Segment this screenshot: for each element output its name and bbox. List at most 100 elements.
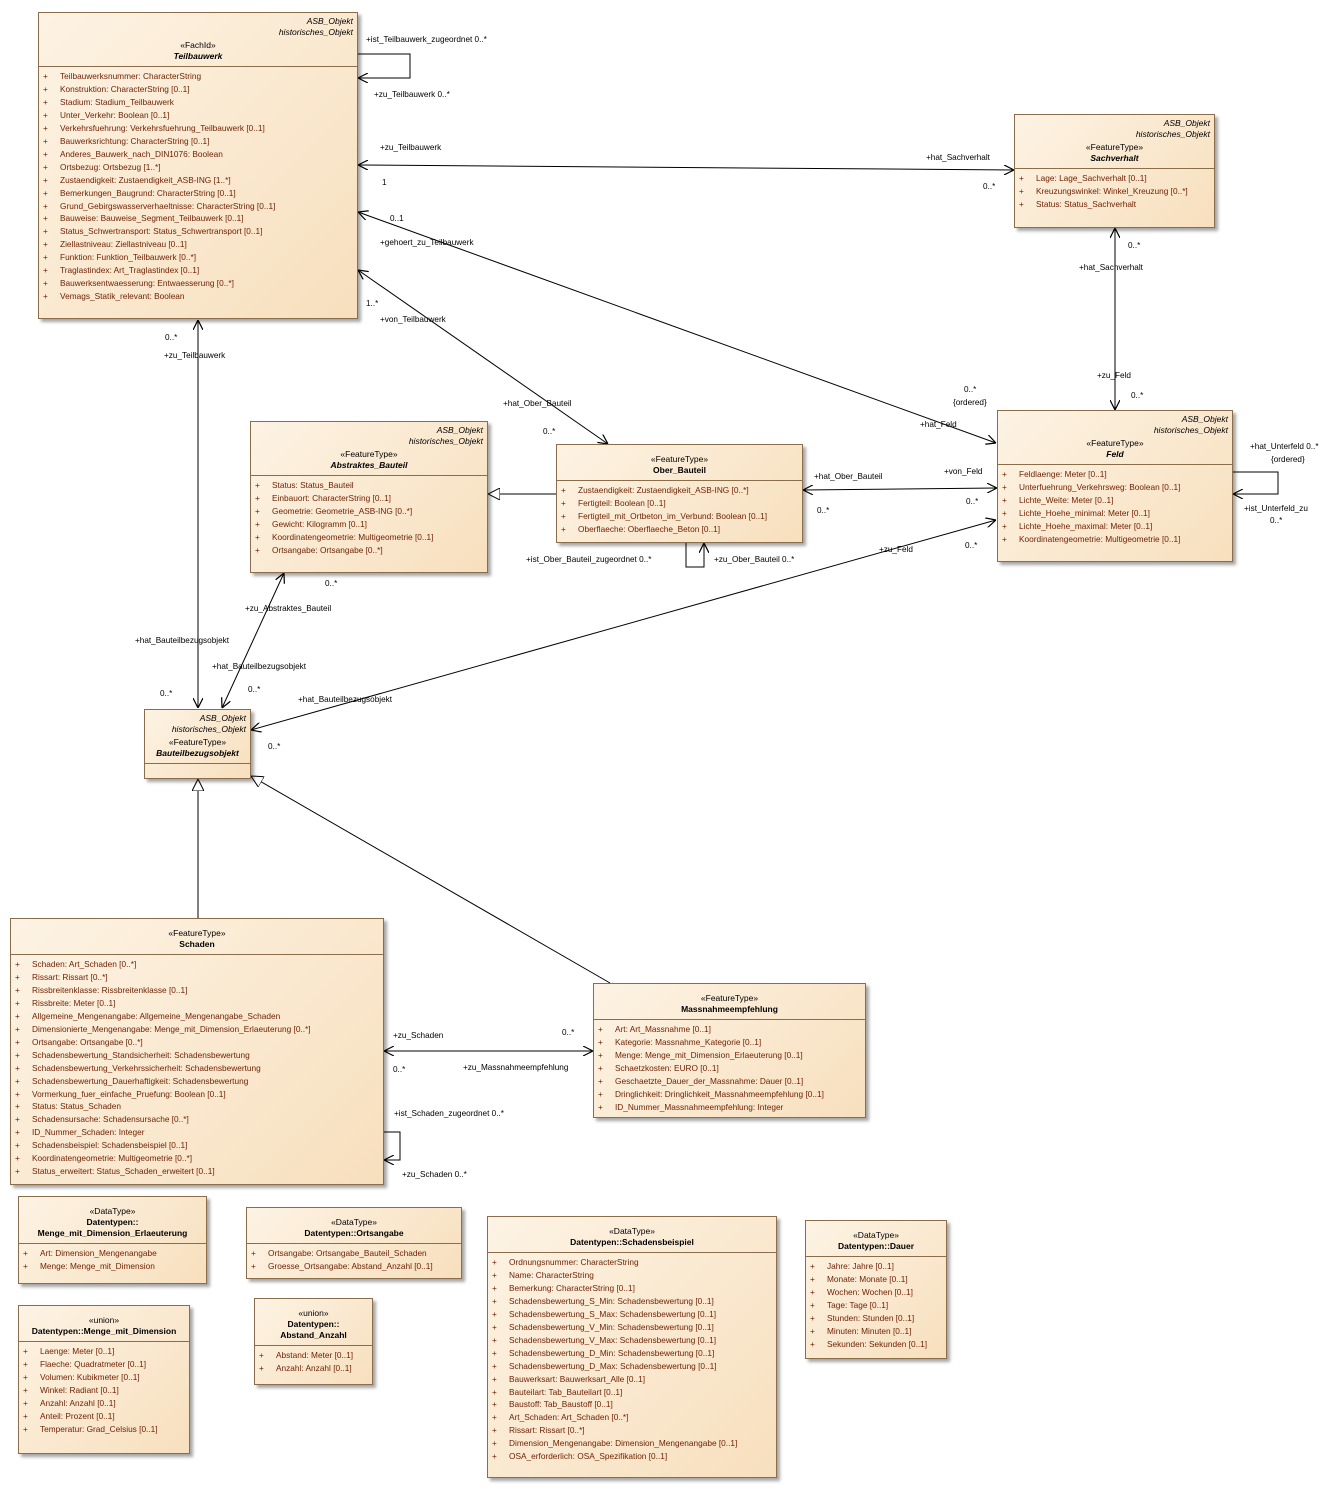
attribute-text: Lichte_Weite: Meter [0..1]	[1019, 494, 1114, 505]
public-visibility-icon: +	[810, 1312, 815, 1323]
attribute-text: Schadensbewertung_Dauerhaftigkeit: Schad…	[32, 1075, 249, 1086]
public-visibility-icon: +	[492, 1399, 497, 1410]
public-visibility-icon: +	[43, 200, 48, 211]
attribute-text: Dimension_Mengenangabe: Dimension_Mengen…	[509, 1438, 738, 1449]
assoc-schaden-self	[384, 1131, 401, 1160]
class-schadensbeispiel[interactable]: «DataType»Datentypen::Schadensbeispiel+O…	[487, 1216, 777, 1478]
class-name: Sachverhalt	[1090, 153, 1139, 163]
public-visibility-icon: +	[15, 1127, 20, 1138]
attribute-text: Jahre: Jahre [0..1]	[827, 1261, 894, 1271]
attribute-text: Name: CharacterString	[509, 1269, 594, 1280]
attribute-list: +Status: Status_Bauteil+Einbauort: Chara…	[251, 476, 487, 560]
class-tag: historisches_Objekt	[1135, 129, 1210, 139]
attribute: + Rissart: Rissart [0..*]	[492, 1424, 773, 1437]
class-abstand-anzahl[interactable]: «union»Datentypen::Abstand_Anzahl+Abstan…	[254, 1298, 373, 1385]
attribute: +Dimensionierte_Mengenangabe: Menge_mit_…	[15, 1023, 380, 1036]
attribute: +Anzahl: Anzahl [0..1]	[259, 1362, 369, 1375]
class-name: Schaden	[179, 939, 215, 949]
attribute: +Lage: Lage_Sachverhalt [0..1]	[1019, 172, 1211, 185]
attribute-text: Kategorie: Massnahme_Kategorie [0..1]	[615, 1036, 762, 1047]
attribute: +Ordnungsnummer: CharacterString	[492, 1256, 773, 1269]
role-label: +zu_Feld	[879, 545, 913, 554]
public-visibility-icon: +	[810, 1299, 815, 1310]
attribute: +Allgemeine_Mengenangabe: Allgemeine_Men…	[15, 1010, 380, 1023]
attribute: +Lichte_Hoehe_minimal: Meter [0..1]	[1002, 507, 1229, 520]
public-visibility-icon: +	[15, 1140, 20, 1151]
public-visibility-icon: +	[1019, 198, 1024, 209]
assoc-teilbauwerk-feld	[358, 212, 996, 443]
public-visibility-icon: +	[23, 1260, 28, 1271]
attribute-text: Rissart: Rissart [0..*]	[509, 1425, 585, 1436]
attribute-text: Laenge: Meter [0..1]	[40, 1346, 115, 1356]
public-visibility-icon: +	[15, 984, 20, 995]
public-visibility-icon: +	[15, 971, 20, 982]
public-visibility-icon: +	[492, 1425, 497, 1436]
attribute: + Jahre: Jahre [0..1]	[810, 1260, 943, 1273]
public-visibility-icon: +	[1002, 533, 1007, 544]
assoc-teilbauwerk-sachverhalt	[358, 165, 1014, 170]
class-menge-mit-dimension-erlaeuterung[interactable]: «DataType»Datentypen::Menge_mit_Dimensio…	[18, 1196, 207, 1284]
public-visibility-icon: +	[15, 1023, 20, 1034]
attribute: +Schadensbewertung_V_Max: Schadensbewert…	[492, 1334, 773, 1347]
attribute: +Monate: Monate [0..1]	[810, 1273, 943, 1286]
public-visibility-icon: +	[561, 497, 566, 508]
class-header: «DataType»Datentypen::Dauer	[806, 1221, 946, 1257]
public-visibility-icon: +	[1019, 173, 1024, 183]
attribute: +Anderes_Bauwerk_nach_DIN1076: Boolean	[43, 148, 354, 161]
public-visibility-icon: +	[15, 1114, 20, 1125]
public-visibility-icon: +	[492, 1334, 497, 1345]
class-ortsangabe[interactable]: «DataType»Datentypen::Ortsangabe+Ortsang…	[246, 1207, 462, 1279]
public-visibility-icon: +	[251, 1260, 256, 1271]
class-ober-bauteil[interactable]: «FeatureType»Ober_Bauteil+Zustaendigkeit…	[556, 444, 803, 543]
class-stereotype: «FachId»	[180, 40, 216, 50]
attribute-text: Stadium: Stadium_Teilbauwerk	[60, 96, 174, 107]
class-massnahmeempfehlung[interactable]: «FeatureType»Massnahmeempfehlung+Art: Ar…	[593, 983, 866, 1118]
role-label: +ist_Teilbauwerk_zugeordnet 0..*	[366, 35, 487, 44]
public-visibility-icon: +	[1019, 185, 1024, 196]
attribute-text: Bauwerksart: Bauwerksart_Alle [0..1]	[509, 1373, 646, 1384]
role-label: +hat_Bauteilbezugsobjekt	[212, 662, 307, 671]
role-label: +hat_Ober_Bauteil	[814, 472, 883, 481]
class-schaden[interactable]: «FeatureType»Schaden+Schaden: Art_Schade…	[10, 918, 384, 1185]
attribute-text: Verkehrsfuehrung: Verkehrsfuehrung_Teilb…	[60, 122, 265, 133]
class-menge-mit-dimension[interactable]: «union»Datentypen::Menge_mit_Dimension+L…	[18, 1305, 190, 1454]
attribute-text: Konstruktion: CharacterString [0..1]	[60, 83, 190, 94]
attribute-text: Teilbauwerksnummer: CharacterString	[60, 71, 202, 81]
public-visibility-icon: +	[15, 997, 20, 1008]
public-visibility-icon: +	[43, 252, 48, 263]
role-label: +zu_Teilbauwerk 0..*	[374, 90, 450, 99]
assoc-feld-self	[1233, 471, 1279, 494]
attribute: +Menge: Menge_mit_Dimension	[23, 1260, 203, 1273]
public-visibility-icon: +	[23, 1346, 28, 1356]
attribute-text: Art_Schaden: Art_Schaden [0..*]	[509, 1412, 629, 1423]
role-label: +ist_Schaden_zugeordnet 0..*	[394, 1109, 504, 1118]
attribute-text: Bauteilart: Tab_Bauteilart [0..1]	[509, 1386, 623, 1397]
attribute-text: Monate: Monate [0..1]	[827, 1273, 908, 1284]
class-dauer[interactable]: «DataType»Datentypen::Dauer+ Jahre: Jahre…	[805, 1220, 947, 1359]
class-name: Feld	[1106, 449, 1124, 459]
attribute: +Bauweise: Bauweise_Segment_Teilbauwerk …	[43, 212, 354, 225]
attribute: +Baustoff: Tab_Baustoff [0..1]	[492, 1398, 773, 1411]
attribute-text: Rissbreitenklasse: Rissbreitenklasse [0.…	[32, 984, 188, 995]
role-label: +hat_Sachverhalt	[1079, 263, 1143, 272]
class-tag: ASB_Objekt	[1163, 118, 1210, 128]
public-visibility-icon: +	[255, 518, 260, 529]
public-visibility-icon: +	[492, 1438, 497, 1449]
multiplicity-label: 0..*	[248, 685, 261, 694]
public-visibility-icon: +	[1002, 469, 1007, 479]
attribute: +Flaeche: Quadratmeter [0..1]	[23, 1358, 186, 1371]
public-visibility-icon: +	[810, 1261, 815, 1271]
attribute: +Bauwerksentwaesserung: Entwaesserung [0…	[43, 277, 354, 290]
public-visibility-icon: +	[492, 1321, 497, 1332]
class-stereotype: «DataType»	[89, 1206, 136, 1216]
